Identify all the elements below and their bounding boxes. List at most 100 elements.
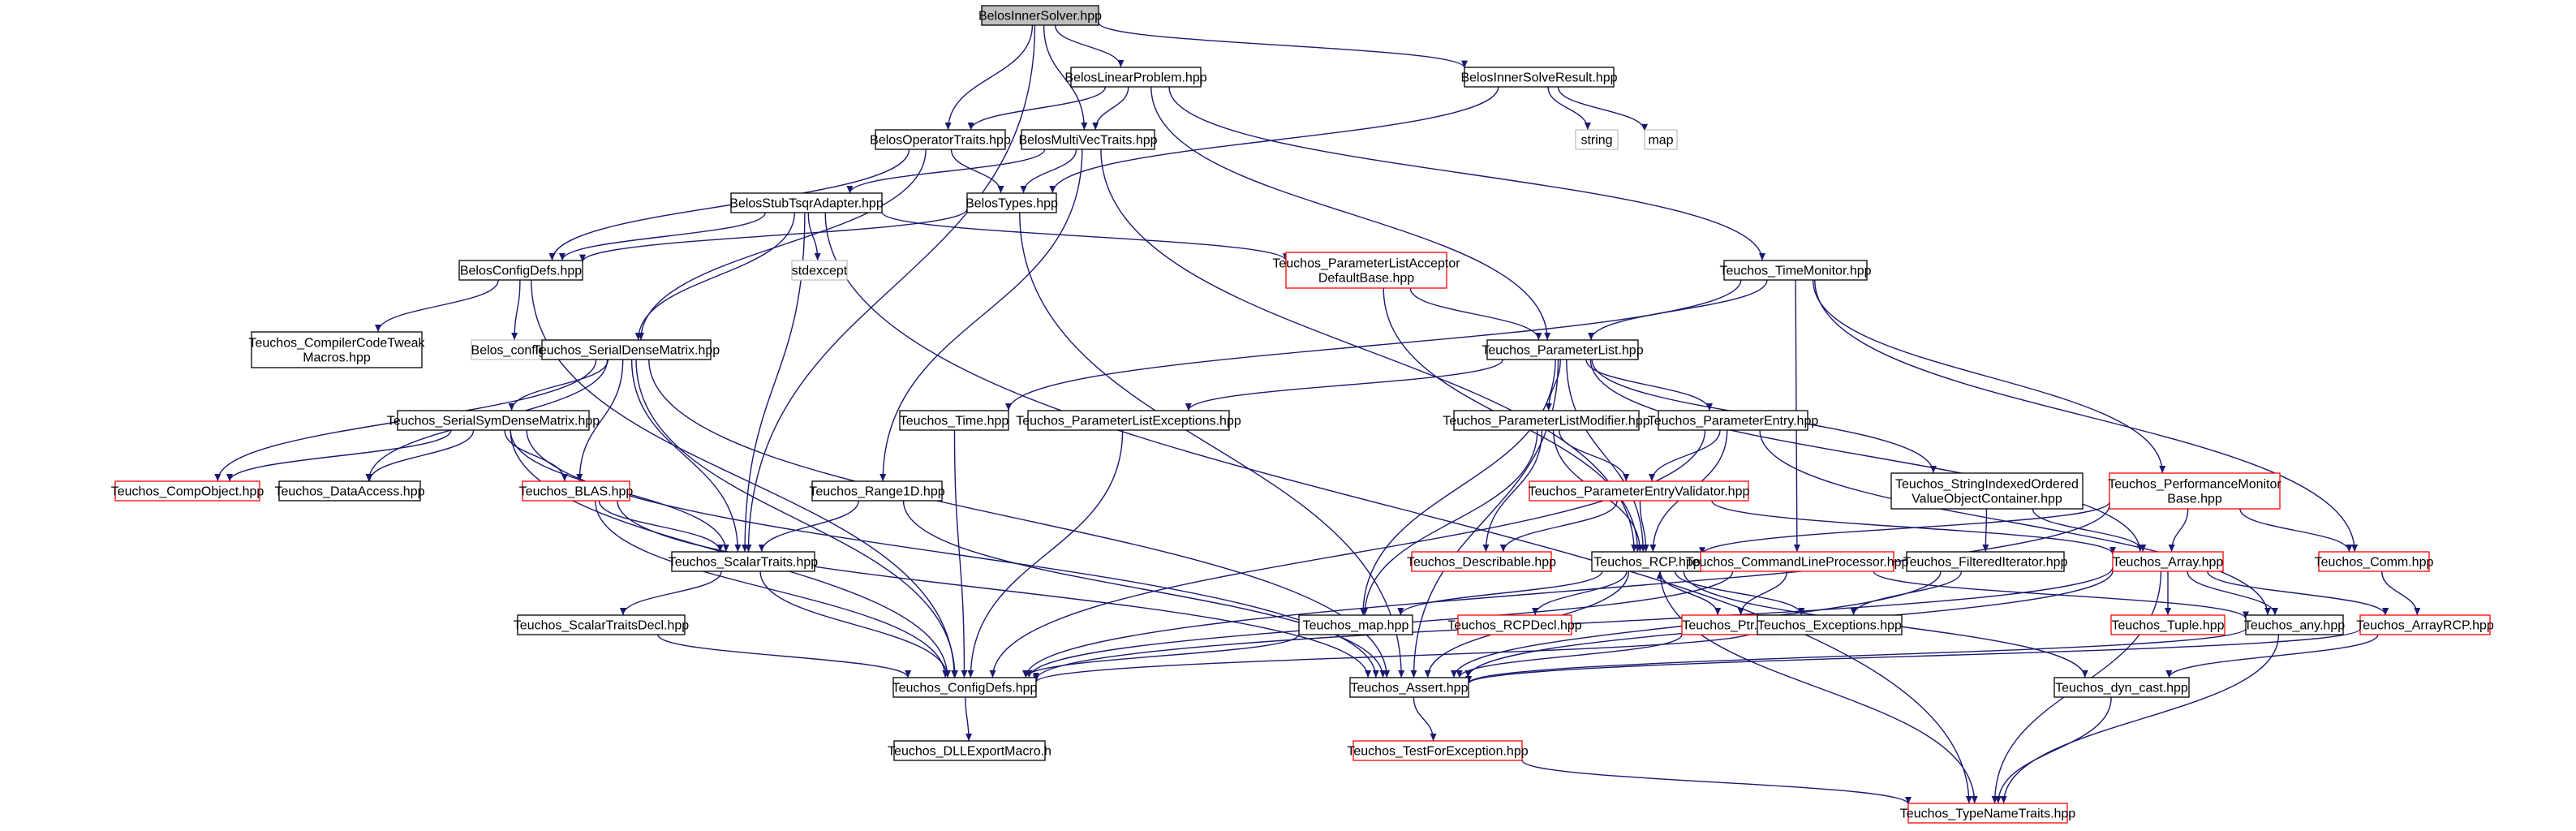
node-exceptions[interactable]: Teuchos_Exceptions.hpp (1757, 614, 1903, 635)
node-box (522, 480, 630, 502)
node-range1d[interactable]: Teuchos_Range1D.hpp (809, 480, 945, 502)
node-pev[interactable]: Teuchos_ParameterEntryValidator.hpp (1529, 480, 1750, 502)
node-label: Teuchos_Ptr.hpp (1682, 619, 1778, 633)
node-label: Teuchos_CompObject.hpp (111, 485, 264, 499)
node-any[interactable]: Teuchos_any.hpp (2244, 614, 2345, 635)
edge-configdefs_b-to-belosconfig (511, 279, 521, 341)
edge-plmod-to-pev (1559, 429, 1630, 482)
node-isresult[interactable]: BelosInnerSolveResult.hpp (1460, 67, 1618, 88)
node-label: Teuchos_Comm.hpp (2315, 556, 2434, 570)
edge-root-to-linprob (1054, 24, 1125, 68)
node-clp[interactable]: Teuchos_CommandLineProcessor.hpp (1686, 551, 1909, 572)
edge-plist-to-plexc (1185, 359, 1503, 411)
node-box (1890, 472, 2084, 510)
node-tuple[interactable]: Teuchos_Tuple.hpp (2110, 614, 2226, 635)
node-dataaccess[interactable]: Teuchos_DataAccess.hpp (275, 480, 425, 502)
edge-linprob-to-plist (1150, 86, 1551, 341)
node-label: BelosInnerSolver.hpp (978, 10, 1102, 24)
node-optraits[interactable]: BelosOperatorTraits.hpp (870, 129, 1011, 150)
node-box (1021, 129, 1155, 150)
edge-tfe-to-typename (1521, 760, 1912, 805)
node-plexc[interactable]: Teuchos_ParameterListExceptions.hpp (1016, 410, 1241, 431)
node-tmap[interactable]: Teuchos_map.hpp (1298, 614, 1413, 635)
node-stdecl[interactable]: Teuchos_ScalarTraitsDecl.hpp (514, 614, 690, 635)
node-root[interactable]: BelosInnerSolver.hpp (978, 5, 1102, 26)
node-comm[interactable]: Teuchos_Comm.hpp (2315, 551, 2434, 572)
edge-plist-to-array (1589, 359, 2144, 553)
node-configdefs_t[interactable]: Teuchos_ConfigDefs.hpp (892, 677, 1038, 698)
node-label: Teuchos_dyn_cast.hpp (2055, 682, 2188, 695)
node-ssdm[interactable]: Teuchos_SerialSymDenseMatrix.hpp (387, 410, 600, 431)
node-stubtsqr[interactable]: BelosStubTsqrAdapter.hpp (729, 192, 884, 213)
node-types[interactable]: BelosTypes.hpp (965, 192, 1058, 213)
node-label: Teuchos_ParameterListAcceptor (1272, 257, 1460, 271)
edge-sdm-to-blas (576, 359, 624, 482)
node-dllexport[interactable]: Teuchos_DLLExportMacro.h (888, 740, 1051, 761)
node-label: Teuchos_StringIndexedOrdered (1895, 478, 2079, 492)
node-label: Teuchos_TestForException.hpp (1347, 745, 1528, 759)
edge-arrayrcp-to-dyncast (2165, 634, 2379, 678)
node-label: BelosOperatorTraits.hpp (870, 134, 1011, 148)
node-pentry[interactable]: Teuchos_ParameterEntry.hpp (1648, 410, 1819, 431)
node-box (811, 480, 943, 502)
node-label: Teuchos_Describable.hpp (1407, 556, 1556, 570)
edge-any-to-typename (2000, 634, 2280, 804)
node-mvtraits[interactable]: BelosMultiVecTraits.hpp (1018, 129, 1158, 150)
edge-pentry-to-any (1759, 429, 2271, 616)
node-scalartraits[interactable]: Teuchos_ScalarTraits.hpp (669, 551, 818, 572)
node-box (1529, 480, 1749, 502)
node-dyncast[interactable]: Teuchos_dyn_cast.hpp (2053, 677, 2190, 698)
node-compobj[interactable]: Teuchos_CompObject.hpp (111, 480, 264, 502)
edge-timemon-to-perfmon (1813, 279, 2166, 474)
node-blas[interactable]: Teuchos_BLAS.hpp (519, 480, 634, 502)
node-sivoc[interactable]: Teuchos_StringIndexedOrderedValueObjectC… (1890, 472, 2084, 510)
node-box (966, 192, 1057, 213)
node-label: Teuchos_Range1D.hpp (809, 485, 944, 499)
edge-array-to-arrayrcp (2207, 571, 2389, 616)
node-box (899, 410, 1009, 431)
node-plist[interactable]: Teuchos_ParameterList.hpp (1482, 339, 1644, 360)
edge-plist-to-tmap (1360, 359, 1556, 616)
node-linprob[interactable]: BelosLinearProblem.hpp (1064, 67, 1207, 88)
edge-ssdm-to-compobj (226, 429, 452, 482)
node-sdm[interactable]: Teuchos_SerialDenseMatrix.hpp (533, 339, 720, 360)
node-arrayrcp[interactable]: Teuchos_ArrayRCP.hpp (2356, 614, 2494, 635)
node-configdefs_b[interactable]: BelosConfigDefs.hpp (458, 260, 583, 281)
edge-any-to-assert (1465, 627, 2247, 684)
node-box (541, 339, 712, 360)
node-stdexcept[interactable]: stdexcept (791, 260, 848, 281)
node-box (458, 260, 583, 281)
node-box (1486, 339, 1639, 360)
edge-scalartraits-to-stdecl (619, 571, 722, 616)
node-timemon[interactable]: Teuchos_TimeMonitor.hpp (1719, 260, 1872, 281)
node-describable[interactable]: Teuchos_Describable.hpp (1407, 551, 1556, 572)
node-plad[interactable]: Teuchos_ParameterListAcceptorDefaultBase… (1272, 252, 1460, 289)
node-box (1457, 614, 1572, 635)
node-label: Teuchos_ScalarTraits.hpp (669, 556, 818, 570)
node-box (1575, 129, 1619, 150)
node-plmod[interactable]: Teuchos_ParameterListModifier.hpp (1443, 410, 1650, 431)
graph-nodes: BelosInnerSolver.hppBelosLinearProblem.h… (111, 5, 2494, 824)
node-box (278, 480, 421, 502)
edge-stubtsqr-to-typename (824, 212, 1972, 804)
node-array[interactable]: Teuchos_Array.hpp (2112, 551, 2224, 572)
node-box (730, 192, 883, 213)
node-filtit[interactable]: Teuchos_FilteredIterator.hpp (1903, 551, 2068, 572)
node-rcpdecl[interactable]: Teuchos_RCPDecl.hpp (1447, 614, 1582, 635)
edge-configdefs_b-to-cctm (375, 279, 499, 333)
node-assert[interactable]: Teuchos_Assert.hpp (1349, 677, 1469, 698)
node-box (1298, 614, 1413, 635)
edge-plexc-to-configdefs_t (967, 429, 1124, 678)
node-map[interactable]: map (1644, 129, 1678, 150)
edge-linprob-to-mvtraits (1092, 86, 1129, 131)
edge-isresult-to-string (1547, 86, 1591, 131)
node-typename[interactable]: Teuchos_TypeNameTraits.hpp (1900, 803, 2076, 824)
node-string[interactable]: string (1575, 129, 1619, 150)
node-label: Teuchos_RCP.hpp (1593, 556, 1700, 570)
node-box (1464, 67, 1615, 88)
node-time[interactable]: Teuchos_Time.hpp (899, 410, 1009, 431)
node-tfe[interactable]: Teuchos_TestForException.hpp (1347, 740, 1529, 761)
edge-ptr-to-assert (1456, 634, 1683, 678)
